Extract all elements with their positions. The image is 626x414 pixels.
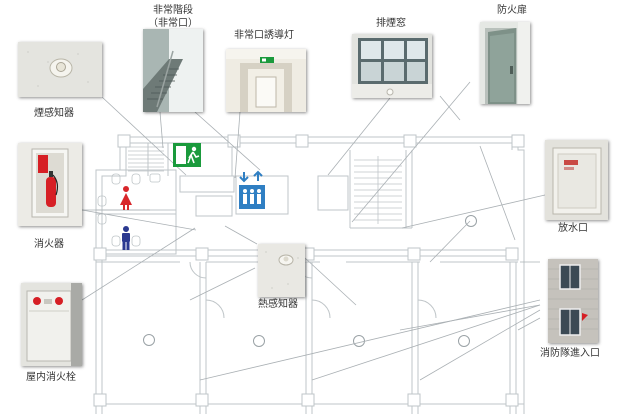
indoor-hydrant-photo [21, 283, 82, 366]
indoor-hydrant-label: 屋内消火栓 [26, 372, 76, 383]
smoke-detector-label: 煙感知器 [34, 108, 74, 119]
smoke-window-photo [352, 34, 432, 98]
smoke-detector-photo [18, 42, 102, 97]
exit-light-label: 非常口誘導灯 [234, 30, 294, 41]
emergency-stairs-photo [143, 29, 203, 112]
emergency-stairs-label-line2: （非常口） [148, 18, 198, 29]
fire-door-photo [480, 22, 530, 104]
detector-markers [143, 215, 477, 347]
female-restroom-icon [120, 186, 132, 210]
fire-door-label: 防火扉 [497, 5, 527, 16]
emergency-stairs-label-line1: 非常階段 [153, 5, 193, 16]
water-outlet-photo [545, 140, 608, 220]
exit-light-photo [226, 49, 306, 112]
male-restroom-icon [122, 226, 130, 250]
emergency-exit-icon [173, 143, 201, 167]
heat-detector-label: 熱感知器 [258, 299, 298, 310]
detector-marker [465, 215, 477, 227]
detector-marker [353, 335, 365, 347]
fire-extinguisher-photo [18, 143, 82, 226]
fire-brigade-entrance-photo [548, 259, 598, 343]
fire-extinguisher-label: 消火器 [34, 239, 64, 250]
detector-marker [143, 334, 155, 346]
detector-marker [458, 335, 470, 347]
detector-marker [253, 335, 265, 347]
emergency-stairs-label: 非常階段 （非常口） [140, 4, 206, 30]
fire-brigade-entrance-label: 消防隊進入口 [540, 348, 600, 359]
water-outlet-label: 放水口 [558, 223, 588, 234]
leader-lines [81, 81, 546, 381]
elevator-icon [239, 170, 265, 209]
heat-detector-photo [258, 244, 305, 297]
smoke-window-label: 排煙窓 [376, 18, 406, 29]
stairs-right [354, 156, 402, 224]
column-markers [93, 134, 525, 407]
stairs-left [128, 146, 164, 172]
toilet-fixtures [97, 173, 161, 247]
